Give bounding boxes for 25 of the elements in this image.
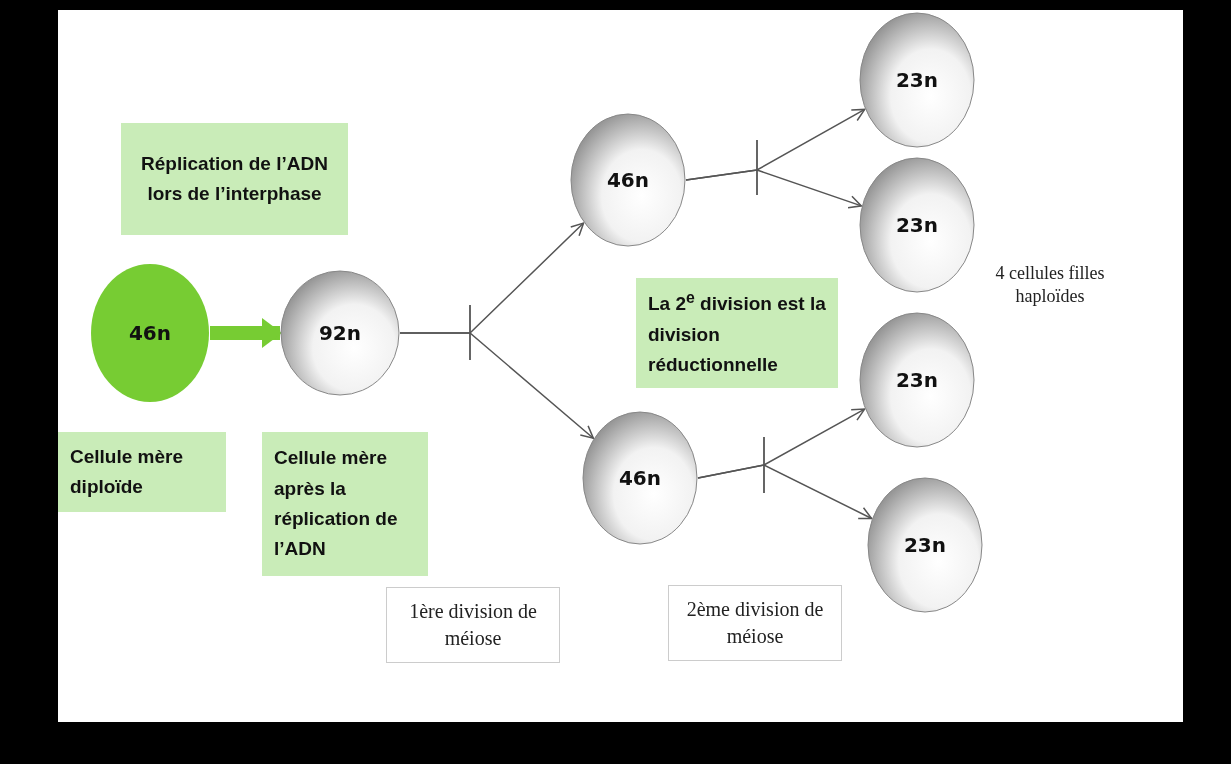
ploidy-label: 23n <box>895 213 939 237</box>
note-text: La 2$^{e}$ division est la division réductionnelle <box>648 288 826 378</box>
ploidy-label: 46n <box>618 466 662 490</box>
note-box <box>262 432 428 576</box>
ploidy-label: 46n <box>128 321 172 345</box>
block-arrow <box>210 318 282 348</box>
caption-box <box>668 585 842 661</box>
annotation-text: 4 cellules filles haploïdes <box>994 262 1106 309</box>
arrow <box>399 332 595 439</box>
ploidy-label: 23n <box>895 68 939 92</box>
caption-box <box>386 587 560 663</box>
note-text: Réplication de l’ADN lors de l’interphase <box>140 151 329 206</box>
caption-text: 2ème division de méiose <box>685 597 825 649</box>
ploidy-label: 23n <box>895 368 939 392</box>
caption-text: 1ère division de méiose <box>408 599 538 651</box>
note-box <box>58 432 226 512</box>
note-box <box>121 123 348 235</box>
arrow <box>697 464 873 520</box>
note-text: Cellule mère diploïde <box>70 444 184 499</box>
note-box <box>636 278 838 388</box>
arrow <box>685 169 863 209</box>
ploidy-label: 46n <box>606 168 650 192</box>
ploidy-label: 92n <box>318 321 362 345</box>
note-text: Cellule mère après la réplication de l’ADN <box>274 446 399 562</box>
ploidy-label: 23n <box>903 533 947 557</box>
